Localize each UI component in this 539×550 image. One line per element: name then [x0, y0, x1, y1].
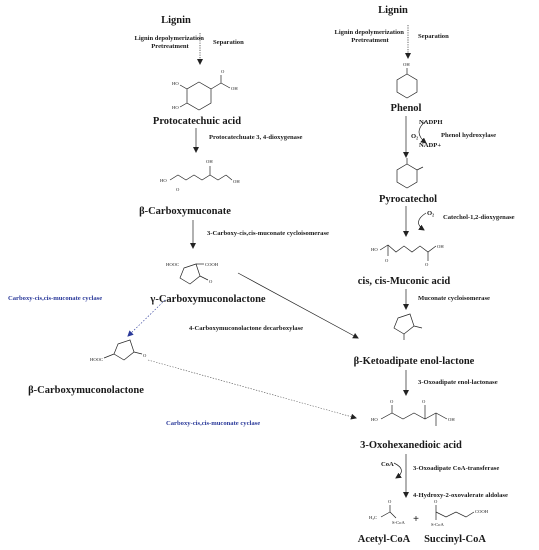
atom-cooh-1: COOH [205, 262, 219, 267]
ketoadipate-lactone-label: β-Ketoadipate enol-lactone [354, 356, 475, 367]
atom-o-8: O [422, 399, 426, 404]
beta-carboxymuconolactone-label: β-Carboxymuconolactone [28, 385, 144, 396]
ketoadipate-lactone-structure [393, 313, 423, 340]
protocatechuic-acid-structure: O OH HO HO [172, 69, 238, 111]
acetyl-coa-structure: H₃C O S-CoA [369, 499, 405, 525]
succinyl-coa-structure: O S-CoA COOH [431, 499, 489, 527]
atom-hooc-2: HOOC [90, 357, 103, 362]
atom-ho-3: HO [160, 178, 167, 183]
atom-o-6: O [425, 262, 429, 267]
atom-scoa-2: S-CoA [431, 522, 444, 527]
left-enzyme-1: Protocatechuate 3, 4-dioxygenase [209, 134, 303, 141]
nadp-label: NADP+ [419, 142, 441, 149]
right-pretreat-line1: Lignin depolymerization [334, 29, 404, 36]
atom-o-10: O [434, 499, 438, 504]
protocatechuic-acid-label: Protocatechuic acid [153, 116, 241, 127]
atom-hooc-1: HOOC [166, 262, 179, 267]
side-enzyme-cyclase-2: Carboxy-cis,cis-muconate cyclase [166, 420, 260, 427]
pyrocatechol-label: Pyrocatechol [379, 194, 437, 205]
left-arrow-cyclase [127, 299, 166, 337]
phenol-structure: OH [396, 62, 418, 99]
right-enzyme-3: Muconate cycloisomerase [418, 295, 490, 302]
atom-scoa-1: S-CoA [392, 520, 405, 525]
left-arrow-decarboxylase [237, 272, 359, 339]
atom-o-4: O [143, 353, 147, 358]
atom-ho-4: HO [371, 247, 378, 252]
atom-o-2: O [176, 187, 180, 192]
atom-o-9: O [388, 499, 392, 504]
phenol-label: Phenol [391, 103, 422, 114]
gamma-carboxymuconolactone-structure: HOOC COOH O [166, 262, 219, 285]
atom-oh-4: OH [403, 62, 410, 67]
beta-carboxymuconate-label: β-Carboxymuconate [139, 206, 231, 217]
atom-ho-2: HO [172, 105, 179, 110]
atom-ho-1: HO [172, 81, 179, 86]
muconic-acid-label: cis, cis-Muconic acid [358, 276, 451, 287]
coa-label: CoA [381, 461, 394, 468]
right-cofactor-arc-3 [393, 462, 402, 479]
atom-cooh-2: COOH [475, 509, 489, 514]
atom-o-7: O [390, 399, 394, 404]
atom-o-3: O [209, 279, 213, 284]
atom-h3c: H₃C [369, 515, 377, 520]
o2-label-1: O₂ [411, 133, 418, 140]
beta-carboxymuconolactone-structure: HOOC O [90, 339, 147, 362]
atom-oh-2: OH [206, 159, 213, 164]
atom-oh-5: OH [437, 244, 444, 249]
left-pretreat-label: Lignin depolymerization Pretreatment [134, 35, 205, 50]
oxohexanedioic-acid-structure: HO O O OH [371, 399, 455, 426]
right-pretreat-label: Lignin depolymerization Pretreatment [334, 29, 405, 44]
atom-o-5: O [385, 258, 389, 263]
acetyl-coa-label: Acetyl-CoA [358, 534, 411, 545]
atom-oh-3: OH [233, 179, 240, 184]
right-enzyme-1: Phenol hydroxylase [441, 132, 496, 139]
atom-oh-1: OH [231, 86, 238, 91]
right-enzyme-2: Catechol-1,2-dioxygenase [443, 214, 515, 221]
nadph-label: NADPH [419, 119, 443, 126]
side-enzyme-cyclase-1: Carboxy-cis,cis-muconate cyclase [8, 295, 102, 302]
right-enzyme-6: 4-Hydroxy-2-oxovalerate aldolase [413, 492, 508, 499]
atom-oh-6: OH [448, 417, 455, 422]
left-separation-label: Separation [213, 39, 244, 46]
gamma-carboxymuconolactone-label: γ-Carboxymuconolactone [149, 294, 265, 305]
left-pretreat-line2: Pretreatment [151, 43, 189, 50]
o2-label-2: O₂ [427, 210, 434, 217]
left-enzyme-3: 4-Carboxymuconolactone decarboxylase [189, 325, 303, 332]
left-lignin-label: Lignin [161, 15, 191, 26]
right-lignin-label: Lignin [378, 5, 408, 16]
left-enzyme-2: 3-Carboxy-cis,cis-muconate cycloisomeras… [207, 230, 329, 237]
atom-o-1: O [221, 69, 225, 74]
right-cofactor-arc-1 [418, 120, 427, 144]
plus-sign: + [413, 514, 419, 525]
succinyl-coa-label: Succinyl-CoA [424, 534, 486, 545]
oxohexanedioic-acid-label: 3-Oxohexanedioic acid [360, 440, 462, 451]
right-enzyme-5: 3-Oxoadipate CoA-transferase [413, 465, 499, 472]
right-cofactor-arc-2 [418, 212, 427, 231]
right-pretreat-line2: Pretreatment [351, 37, 389, 44]
left-arrow-to-oxohexanedioic [147, 359, 357, 420]
right-enzyme-4: 3-Oxoadipate enol-lactonase [418, 379, 498, 386]
atom-ho-5: HO [371, 417, 378, 422]
left-pretreat-line1: Lignin depolymerization [134, 35, 204, 42]
right-separation-label: Separation [418, 33, 449, 40]
beta-carboxymuconate-structure: HO O OH OH [160, 159, 240, 192]
muconic-acid-structure: HO O O OH [371, 244, 444, 267]
pyrocatechol-structure [396, 158, 424, 189]
